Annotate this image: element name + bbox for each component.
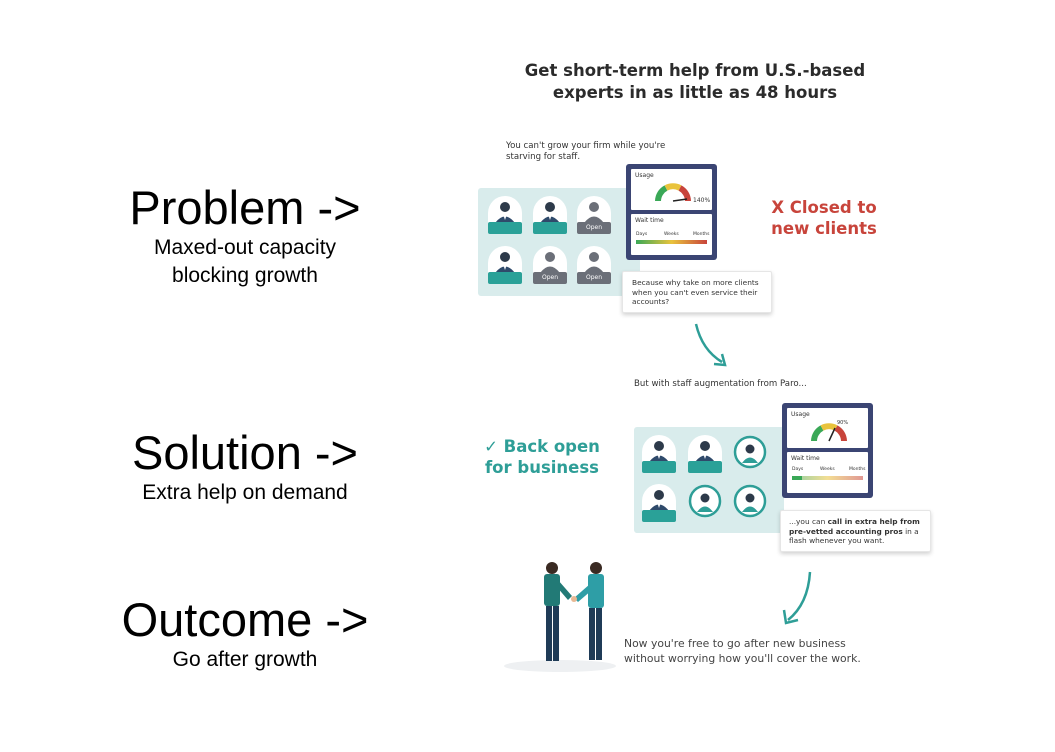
solution-status: ✓ Back open for business [476,436,608,478]
problem-dashboard: Usage 140% Wait time Days Weeks Months [626,164,717,260]
seat-occupied [642,484,676,522]
headline-line1: Get short-term help from U.S.-based [524,61,866,80]
solution-card-line2: pre-vetted accounting pros in a [789,527,929,537]
open-label: Open [533,272,567,284]
seat-occupied [488,246,522,284]
solution-card-bold1: call in extra help from [827,517,920,526]
problem-caption-line1: You can't grow your firm while you're [506,141,666,151]
problem-card-line3: accounts? [632,297,670,306]
problem-status-line2: new clients [771,219,877,238]
usage-gauge-icon [811,423,847,442]
handshake-illustration [504,562,616,672]
solution-caption: But with staff augmentation from Paro... [634,379,807,389]
solution-status-line1: ✓ Back open [484,437,600,456]
seat-occupied [688,435,722,473]
usage-label: Usage [635,172,654,179]
graphic-headline: Get short-term help from U.S.-based expe… [505,60,885,104]
solution-card-line3: flash whenever you want. [789,536,885,545]
wait-box: Wait time Days Weeks Months [631,214,712,255]
problem-caption: You can't grow your firm while you're st… [506,141,665,163]
seat-open: Open [533,246,567,284]
wait-box: Wait time Days Weeks Months [787,452,868,493]
outcome-line1: Now you're free to go after new business [624,637,846,650]
seat-open: Open [577,196,611,234]
solution-card-post: in a [902,526,919,536]
problem-card-line1: Because why take on more clients [632,278,759,287]
wait-scale-weeks: Weeks [664,232,679,237]
wait-label: Wait time [635,217,664,224]
usage-gauge-icon [655,183,691,202]
wait-scale-days: Days [792,467,804,472]
problem-caption-line2: starving for staff. [506,152,581,162]
usage-value: 90% [837,420,849,426]
wait-bar [792,476,863,480]
problem-title: Problem -> [129,181,361,234]
section-solution: Solution -> Extra help on demand [95,427,395,507]
arrow-down-icon [694,323,727,367]
open-label: Open [577,222,611,234]
problem-status: X Closed to new clients [760,197,888,239]
outcome-line2: without worrying how you'll cover the wo… [624,652,861,665]
seat-open: Open [577,246,611,284]
seat-occupied [642,435,676,473]
wait-bar-fill [792,476,802,480]
outcome-text: Now you're free to go after new business… [624,636,861,666]
solution-subtitle: Extra help on demand [142,481,348,504]
seat-occupied [533,196,567,234]
problem-subtitle-line2: blocking growth [172,264,318,287]
seat-remote-expert [733,484,767,522]
seat-remote-expert [688,484,722,522]
usage-box: Usage 90% [787,408,868,448]
solution-dashboard: Usage 90% Wait time Days Weeks Months [782,403,873,498]
wait-scale-months: Months [849,467,866,472]
outcome-subtitle: Go after growth [172,648,318,671]
wait-scale-weeks: Weeks [820,467,835,472]
usage-box: Usage 140% [631,169,712,210]
solution-card-pre: ...you can [789,517,828,526]
usage-value: 140% [693,197,711,204]
seat-occupied [488,196,522,234]
section-outcome: Outcome -> Go after growth [95,594,395,674]
wait-scale-days: Days [636,232,648,237]
usage-label: Usage [791,411,810,418]
open-label: Open [577,272,611,284]
section-problem: Problem -> Maxed-out capacity blocking g… [95,182,395,290]
solution-card: ...you can call in extra help from pre-v… [780,510,931,552]
solution-title: Solution -> [131,426,358,479]
solution-card-line1: ...you can call in extra help from [789,517,929,527]
seat-remote-expert [733,435,767,473]
problem-card: Because why take on more clients when yo… [622,271,772,313]
problem-status-line1: X Closed to [771,198,877,217]
wait-label: Wait time [791,455,820,462]
problem-card-line2: when you can't even service their [632,287,758,297]
problem-subtitle-line1: Maxed-out capacity [153,236,337,259]
outcome-title: Outcome -> [121,593,369,646]
solution-card-bold2: pre-vetted accounting pros [789,526,903,536]
solution-status-line2: for business [484,458,599,477]
wait-scale-months: Months [693,232,710,237]
wait-bar [636,240,707,244]
arrow-down-icon [782,571,812,625]
headline-line2: experts in as little as 48 hours [552,83,838,102]
